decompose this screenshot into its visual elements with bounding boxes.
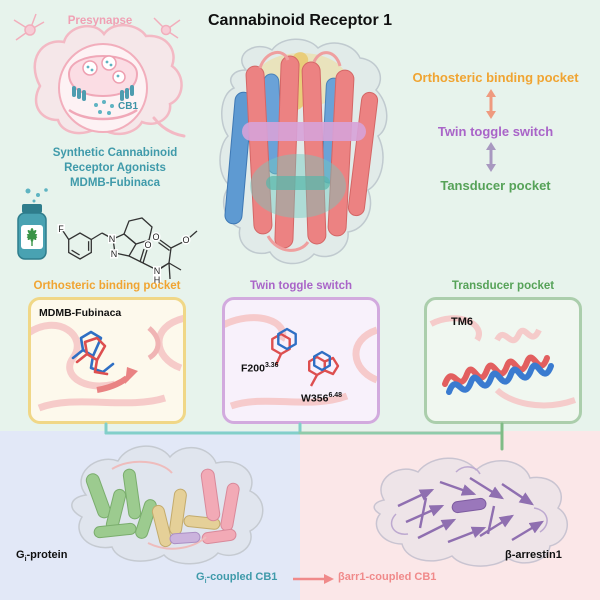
tm6-label: TM6 [451, 316, 473, 328]
panel-transducer-header: Transducer pocket [451, 280, 555, 292]
agonist-line2: Receptor Agonists [64, 161, 166, 174]
right-arrow-icon [293, 574, 334, 584]
agonist-line1: Synthetic Cannabinoid [52, 147, 178, 159]
presynapse-label: Presynapse [67, 15, 133, 27]
ligand-sticks-blue [71, 330, 115, 374]
barr-coupled-cb1-label: βarr1-coupled CB1 [338, 571, 437, 583]
benzo-ring [123, 217, 153, 245]
atom-h: H [154, 275, 161, 285]
mdmb-fubinaca-structure: F N N O N H O O [57, 217, 198, 286]
neuron-icon [13, 13, 45, 41]
beta-arrestin-label: β-arrestin1 [505, 549, 562, 561]
loops [258, 51, 342, 252]
transducer-pathway-label: Tansducer pocket [440, 178, 551, 193]
orthosteric-pathway-label: Orthosteric binding pocket [412, 70, 579, 85]
twin-toggle-band [242, 122, 366, 141]
tm6-helix-blue [446, 362, 554, 395]
agonist-description: Synthetic Cannabinoid Receptor Agonists … [35, 146, 195, 191]
arrestin-surface [373, 457, 568, 567]
pyrazole-ring [112, 233, 137, 257]
receptor-helices-pink [200, 468, 240, 545]
residue-label-f200: F2003.36 [241, 362, 279, 375]
vesicle [82, 55, 126, 84]
panel-transducer: TM6 [424, 297, 582, 424]
g-gamma-helix [169, 531, 201, 545]
page-title: Cannabinoid Receptor 1 [207, 12, 393, 29]
cb1-receptor-structure [219, 38, 388, 265]
brainstem [152, 116, 186, 138]
atom-o3: O [182, 235, 189, 245]
panel-connectors [104, 422, 504, 451]
double-arrow-icon [486, 89, 496, 119]
neuron-icon [153, 17, 181, 39]
ligand-sticks-red [75, 336, 109, 376]
panel-orthosteric: MDMB-Fubinaca [28, 297, 186, 424]
twin-toggle-pathway-label: Twin toggle switch [437, 124, 554, 139]
beta-arrestin-structure [373, 457, 568, 567]
vesicle-contents [86, 60, 120, 78]
gi-coupled-cb1-label: Gi-coupled CB1 [196, 571, 278, 586]
bottle-cap [22, 204, 42, 213]
tm6-helix-red [442, 354, 550, 387]
medicine-bottle-icon [17, 204, 47, 260]
atom-f: F [58, 224, 64, 234]
gi-protein-structure [71, 445, 264, 565]
atom-n3: N [154, 266, 161, 276]
brain-illustration: CB1 [13, 13, 186, 138]
panel-twin-toggle-header: Twin toggle switch [249, 280, 352, 292]
double-arrow-icon [486, 142, 496, 172]
w356-rings [307, 350, 340, 387]
postsynaptic-membrane [68, 108, 138, 121]
arrestin-loops [390, 466, 548, 535]
panel-twin-toggle: F2003.36 W3566.48 [222, 297, 380, 424]
cb1-label: CB1 [118, 101, 138, 112]
transducer-band [266, 176, 330, 190]
f200-rings [271, 327, 297, 366]
ligand-name-label: MDMB-Fubinaca [39, 307, 122, 319]
atom-n1: N [109, 234, 116, 244]
atom-o2: O [152, 232, 159, 242]
beta-strands [397, 476, 545, 544]
fluorophenyl-ring [68, 232, 92, 260]
g-loops [111, 460, 207, 550]
twin-toggle-view [225, 314, 377, 410]
residue-label-w356: W3566.48 [301, 392, 343, 405]
g-beta-helices [85, 468, 157, 539]
transducer-pocket-view [429, 315, 576, 409]
red-arrow-ribbon [96, 375, 129, 393]
agonist-line3: MDMB-Fubinaca [69, 176, 161, 189]
arrestin-helix [451, 497, 487, 514]
atom-n2: N [111, 249, 118, 259]
neurotransmitter-dots [94, 100, 114, 115]
orthosteric-pocket-view [31, 314, 183, 412]
tm-helices [224, 55, 379, 249]
cb1-receptor-icon [72, 85, 134, 101]
panel-orthosteric-header: Orthosteric binding pocket [33, 280, 181, 292]
agonist-dots [25, 188, 48, 203]
atom-o1: O [144, 240, 151, 250]
gi-protein-label: Gi-protein [16, 549, 68, 564]
cannabis-leaf-icon [26, 228, 38, 246]
